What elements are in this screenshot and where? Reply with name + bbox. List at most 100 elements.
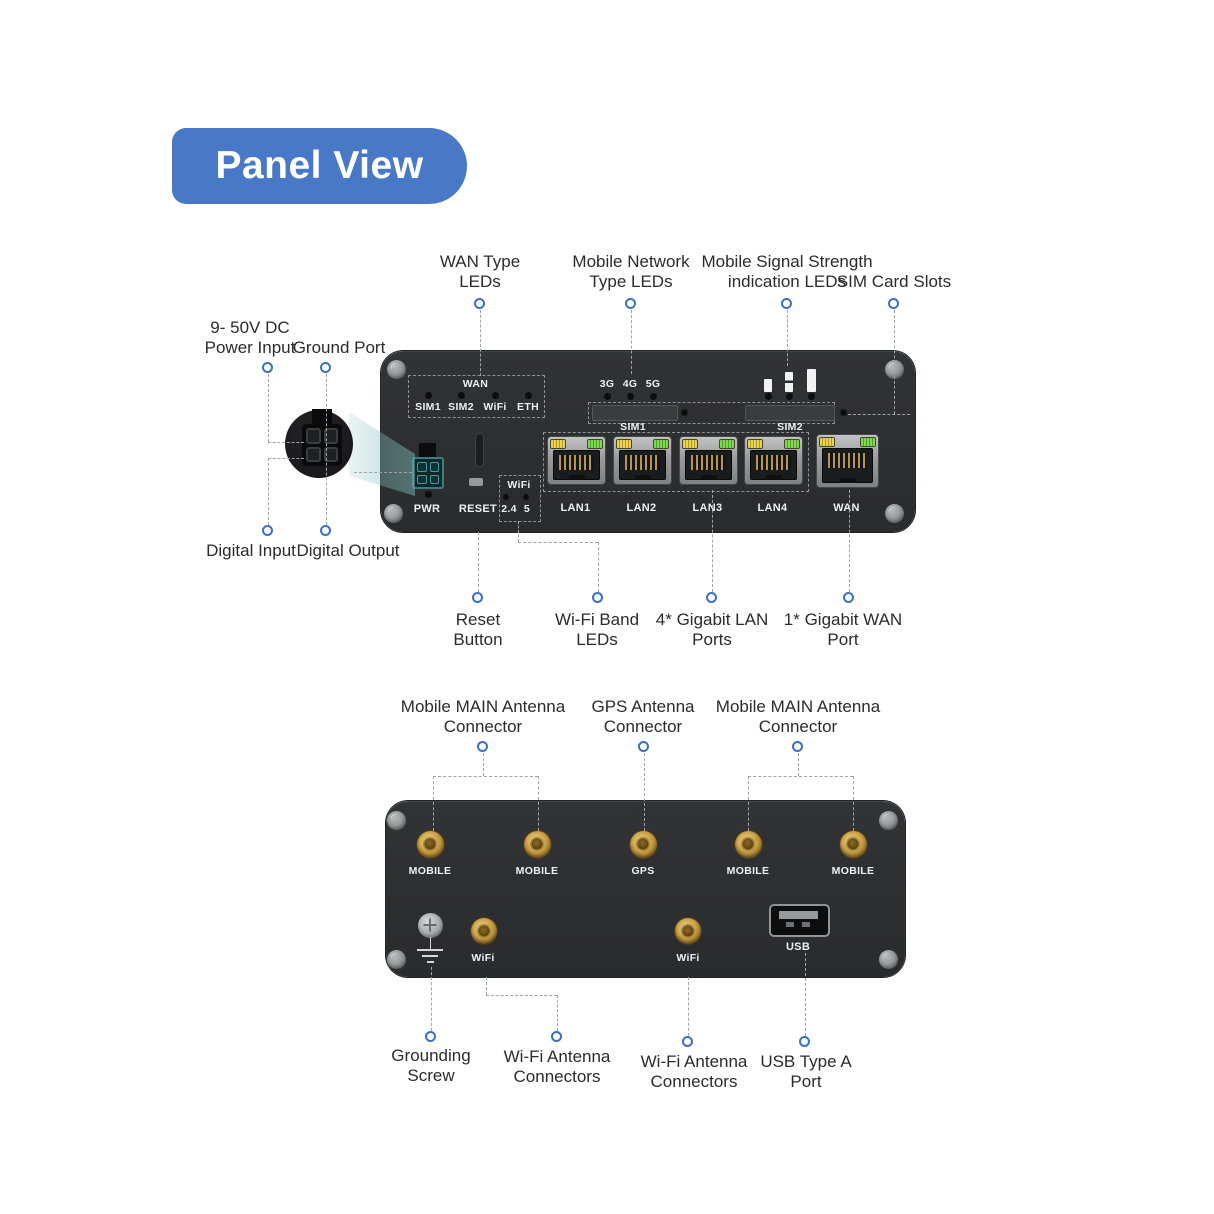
callout-marker — [551, 1031, 562, 1042]
rear-panel-device: MOBILE MOBILE GPS MOBILE MOBILE WiFi WiF… — [386, 801, 905, 977]
ground-symbol-icon — [429, 937, 431, 949]
usb-port[interactable] — [769, 904, 830, 937]
wifi-band-box — [499, 475, 541, 522]
callout-label-wifi-antenna-right: Wi-Fi Antenna Connectors — [640, 1052, 748, 1091]
callout-line — [748, 775, 853, 777]
usb-tongue — [779, 911, 818, 919]
sim1-label: SIM1 — [620, 421, 646, 433]
wan-led-group-box — [408, 375, 545, 418]
lan4-port[interactable] — [744, 436, 803, 485]
mobile-antenna-connector[interactable] — [839, 830, 867, 858]
mobile-label: MOBILE — [831, 865, 875, 877]
callout-label-gigabit-wan-port: 1* Gigabit WAN Port — [783, 610, 903, 649]
callout-label-wifi-band-leds: Wi-Fi Band LEDs — [554, 610, 640, 649]
sim-screw-icon — [679, 407, 689, 417]
sim2-slot[interactable] — [745, 405, 835, 421]
pwr-led-icon — [424, 490, 432, 498]
port-led-green-icon — [784, 439, 800, 449]
screw-icon — [878, 949, 898, 969]
callout-line — [485, 977, 487, 995]
led-label-3g: 3G — [599, 378, 615, 390]
led-label: SIM2 — [448, 401, 474, 413]
screw-icon — [386, 949, 406, 969]
port-led-green-icon — [587, 439, 603, 449]
led-label: ETH — [517, 401, 539, 413]
led-label: SIM1 — [415, 401, 441, 413]
ground-symbol-icon — [417, 949, 443, 951]
callout-line — [797, 753, 799, 776]
mobile-antenna-connector[interactable] — [523, 830, 551, 858]
callout-label-mobile-network-type-leds: Mobile Network Type LEDs — [572, 252, 690, 291]
mobile-antenna-connector[interactable] — [734, 830, 762, 858]
callout-marker — [682, 1036, 693, 1047]
ground-symbol-icon — [426, 961, 434, 963]
wan-port[interactable] — [816, 434, 879, 488]
callout-marker — [320, 362, 331, 373]
callout-marker — [781, 298, 792, 309]
callout-label-digital-output: Digital Output — [296, 541, 400, 560]
callout-label-power-input: 9- 50V DC Power Input — [204, 318, 296, 357]
signal-bar-3-icon — [807, 369, 816, 392]
callout-label-ground-port: Ground Port — [292, 338, 386, 357]
port-led-yellow-icon — [550, 439, 566, 449]
callout-marker — [474, 298, 485, 309]
callout-marker — [477, 741, 488, 752]
callout-line — [486, 994, 557, 996]
port-led-green-icon — [719, 439, 735, 449]
sim-screw-icon — [838, 407, 848, 417]
usb-contact — [802, 922, 810, 927]
wifi-24-label: 2.4 — [501, 503, 517, 515]
callout-line — [479, 310, 481, 376]
page-title-text: Panel View — [215, 144, 424, 187]
callout-marker — [638, 741, 649, 752]
wan-led-group-title: WAN — [462, 378, 489, 390]
lan1-port[interactable] — [547, 436, 606, 485]
led-3g-icon — [603, 393, 611, 400]
callout-line — [268, 457, 304, 459]
callout-label-grounding-screw: Grounding Screw — [391, 1046, 471, 1085]
callout-label-reset-button: Reset Button — [453, 610, 503, 649]
callout-line — [893, 310, 895, 414]
lan2-port[interactable] — [613, 436, 672, 485]
lan3-port[interactable] — [679, 436, 738, 485]
port-led-yellow-icon — [819, 437, 835, 447]
power-connector-inset — [285, 409, 353, 478]
gps-antenna-connector[interactable] — [629, 830, 657, 858]
callout-line — [804, 953, 806, 1036]
callout-label-sim-card-slots: SIM Card Slots — [836, 272, 952, 291]
callout-marker — [706, 592, 717, 603]
callout-marker — [320, 525, 331, 536]
callout-line — [267, 458, 269, 525]
callout-line — [747, 776, 749, 831]
reset-slot — [475, 433, 484, 467]
callout-line — [268, 441, 304, 443]
callout-line — [432, 776, 434, 831]
callout-line — [433, 775, 538, 777]
callout-label-digital-input: Digital Input — [206, 541, 296, 560]
power-input-connector[interactable] — [412, 457, 444, 489]
callout-line — [477, 532, 479, 592]
mobile-antenna-connector[interactable] — [416, 830, 444, 858]
wifi-antenna-connector[interactable] — [471, 918, 497, 944]
screw-icon — [878, 810, 898, 830]
callout-line — [597, 542, 599, 592]
grounding-screw[interactable] — [417, 912, 443, 938]
sim1-slot[interactable] — [592, 405, 678, 421]
power-connector-zoom-icon — [302, 424, 342, 466]
reset-label: RESET — [458, 503, 498, 515]
callout-line — [852, 776, 854, 831]
reset-button[interactable] — [469, 478, 483, 486]
callout-label-mobile-main-antenna-right: Mobile MAIN Antenna Connector — [715, 697, 881, 736]
led-eth-icon — [524, 392, 532, 399]
callout-line — [711, 490, 713, 592]
lan1-label: LAN1 — [560, 502, 591, 514]
lan4-label: LAN4 — [757, 502, 788, 514]
ground-symbol-icon — [422, 955, 438, 957]
lan3-label: LAN3 — [692, 502, 723, 514]
page-title: Panel View — [172, 128, 467, 204]
wifi-antenna-connector[interactable] — [675, 918, 701, 944]
screw-icon — [386, 359, 406, 379]
signal-led-icon — [785, 393, 793, 400]
pwr-label: PWR — [413, 503, 441, 515]
led-label-4g: 4G — [622, 378, 638, 390]
